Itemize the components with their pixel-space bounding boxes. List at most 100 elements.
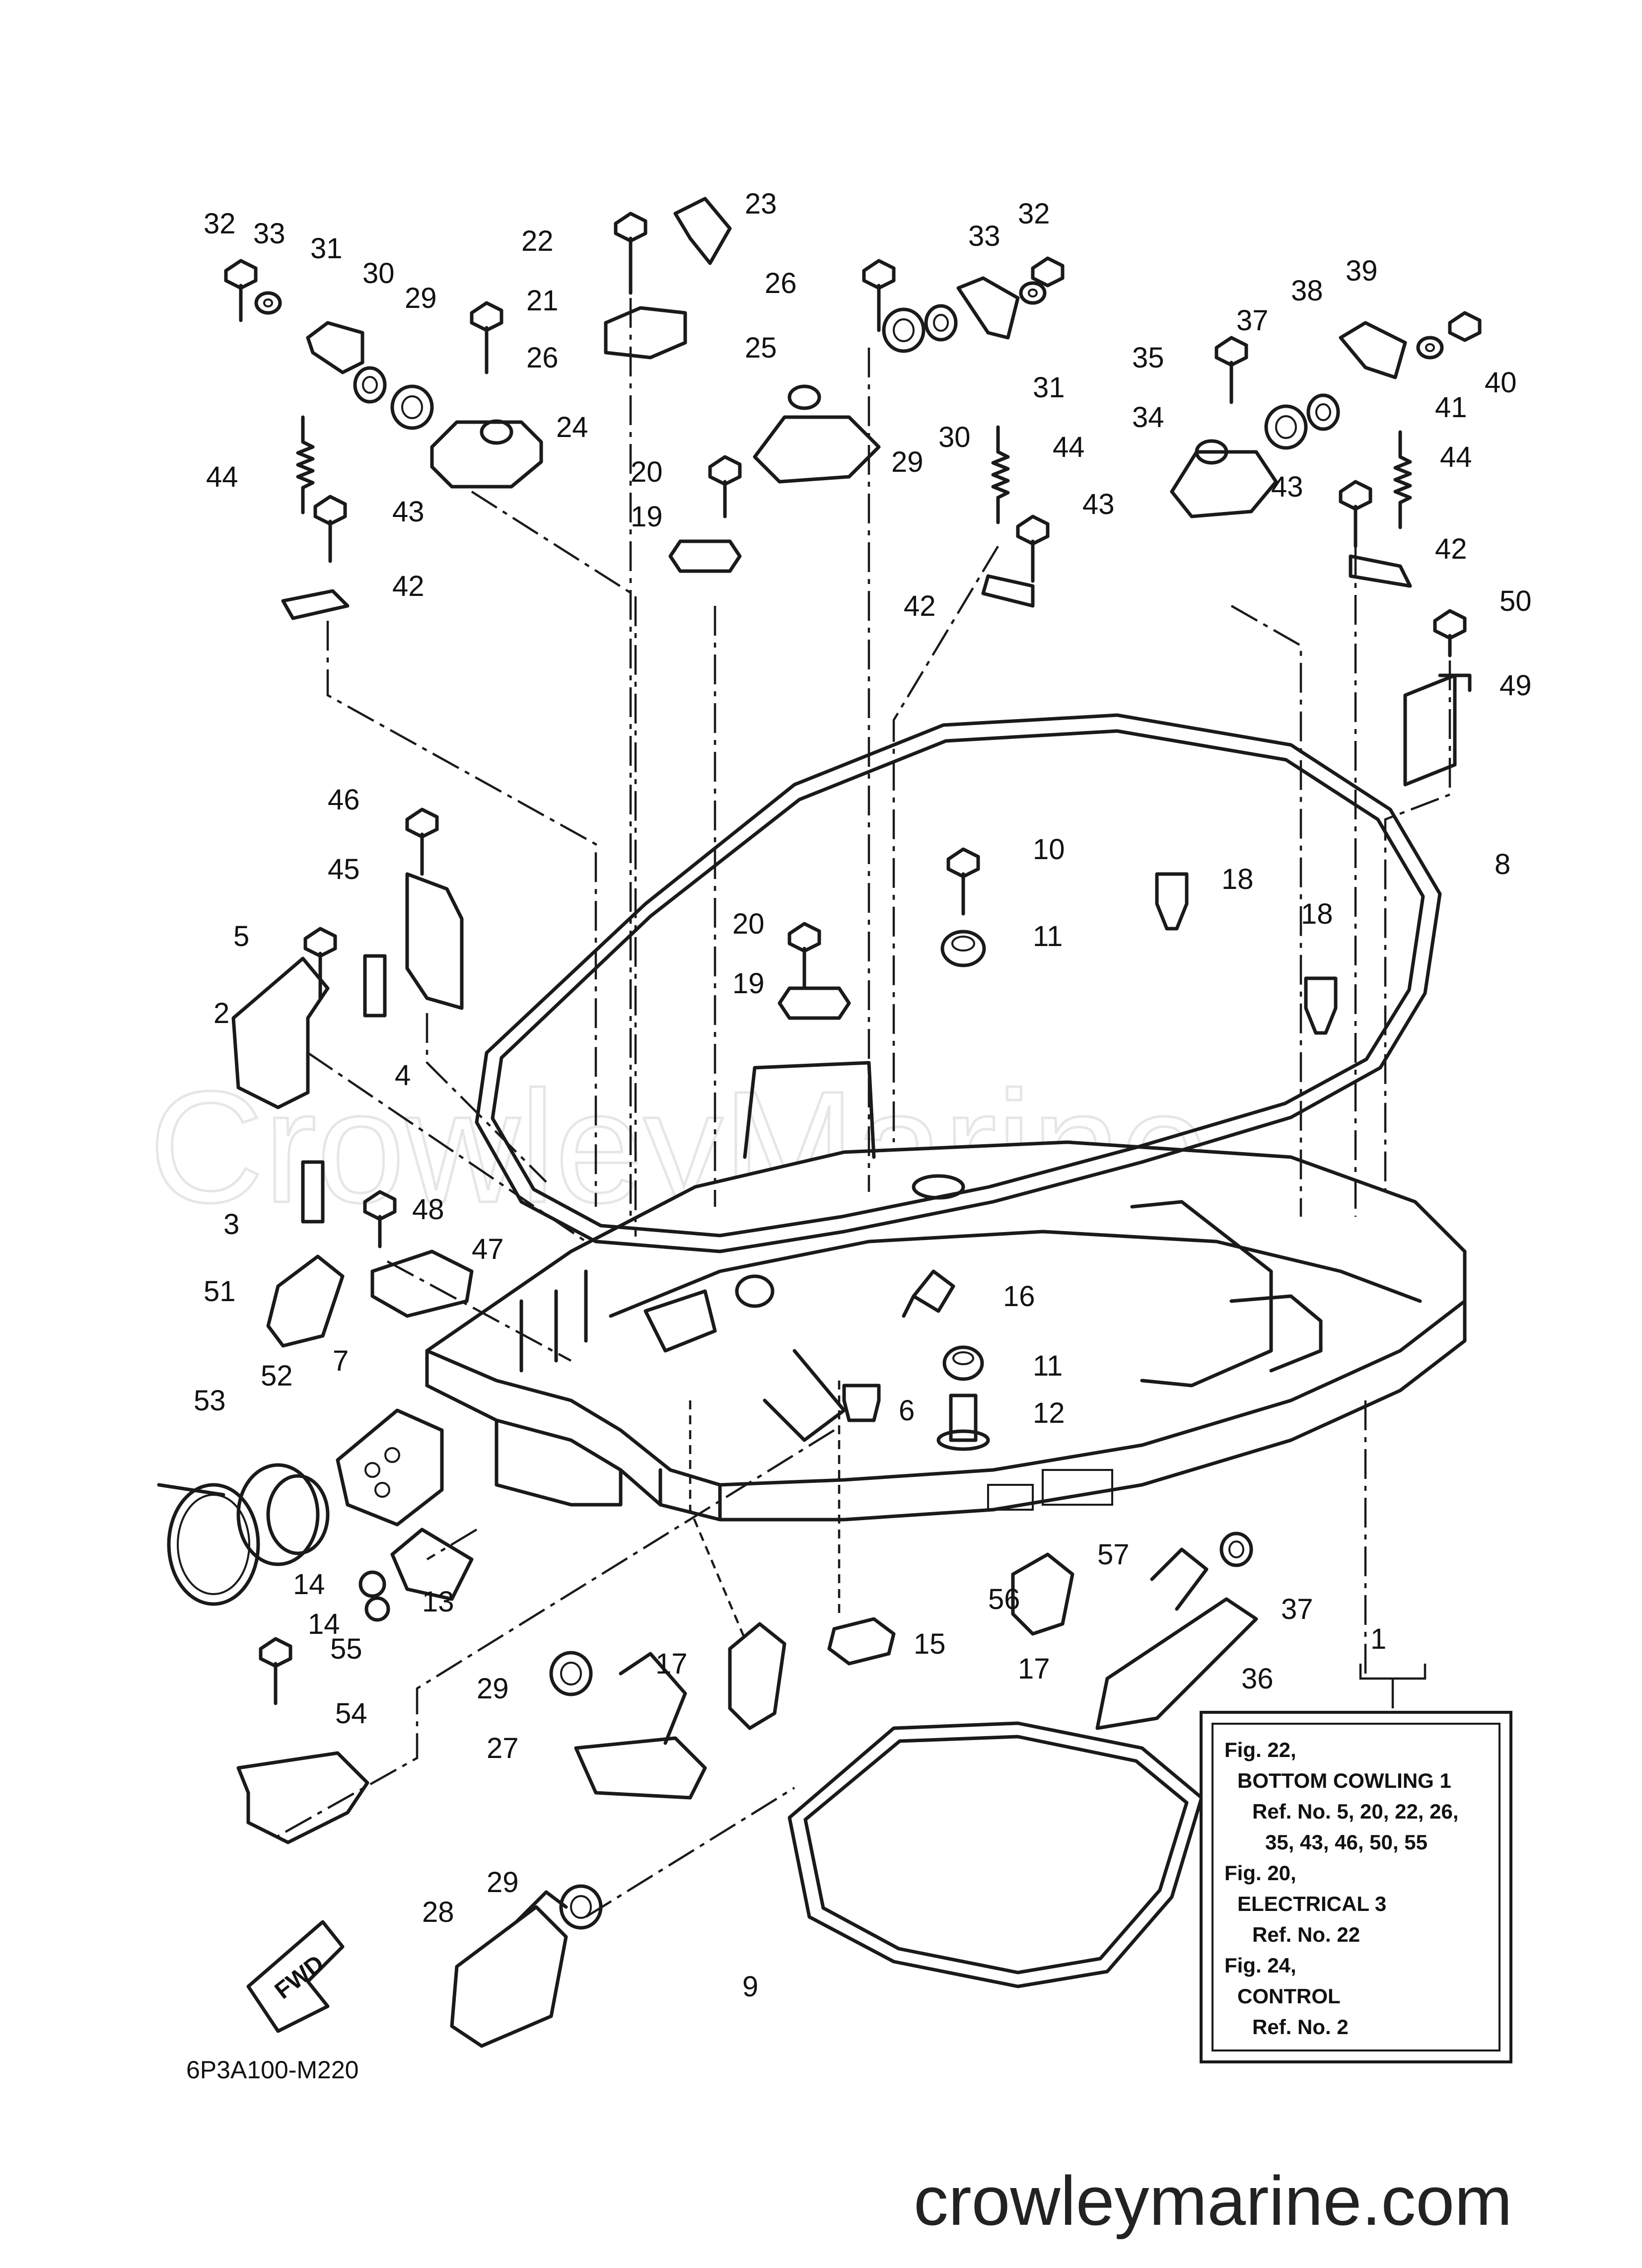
- bolt-icon: [862, 259, 896, 332]
- grommet-icon: [924, 304, 958, 342]
- callout-43b: 43: [1082, 488, 1115, 520]
- callout-39: 39: [1346, 255, 1378, 287]
- callout-43c: 43: [1271, 471, 1303, 503]
- callout-48: 48: [412, 1193, 444, 1226]
- small-parts: [157, 197, 1482, 2048]
- grommet-icon: [390, 384, 434, 430]
- callout-31: 31: [310, 232, 343, 265]
- bolt-icon: [708, 455, 742, 518]
- grommet-icon: [942, 1345, 984, 1381]
- plate-icon: [1349, 554, 1412, 588]
- bracket-icon: [728, 1622, 786, 1730]
- callout-12: 12: [1033, 1397, 1065, 1429]
- ref-line-bottom-cowling: BOTTOM COWLING 1: [1237, 1769, 1451, 1792]
- callout-17: 17: [655, 1648, 688, 1680]
- reference-box: Fig. 22, BOTTOM COWLING 1 Ref. No. 5, 20…: [1200, 1711, 1512, 2063]
- plug-icon: [842, 1384, 881, 1422]
- grommet-icon: [940, 930, 986, 967]
- lever-clip-icon: [604, 306, 687, 360]
- latch-housing-icon: [753, 384, 881, 484]
- washer-icon: [1416, 336, 1444, 360]
- ref-line-ref-nos-2: 35, 43, 46, 50, 55: [1265, 1830, 1428, 1854]
- spring-icon: [1393, 430, 1412, 529]
- callout-29c: 29: [477, 1673, 509, 1705]
- callout-29d: 29: [487, 1866, 519, 1899]
- bolt-icon: [1016, 514, 1050, 583]
- callout-16: 16: [1003, 1280, 1035, 1313]
- bolt-icon: [470, 301, 503, 374]
- callout-22: 22: [521, 225, 554, 257]
- pad-icon: [668, 539, 742, 573]
- callout-2: 2: [214, 997, 229, 1029]
- lever-icon: [574, 1652, 707, 1800]
- bolt-icon: [405, 807, 439, 876]
- callout-52: 52: [261, 1360, 293, 1392]
- cover-icon: [266, 1254, 345, 1348]
- washer-icon: [254, 291, 282, 315]
- sleeve-icon: [236, 1463, 330, 1566]
- latch-housing-icon: [1170, 439, 1278, 518]
- callout-40: 40: [1485, 366, 1517, 399]
- callout-35: 35: [1132, 342, 1164, 374]
- reference-box-inner: Fig. 22, BOTTOM COWLING 1 Ref. No. 5, 20…: [1212, 1723, 1500, 2051]
- ref-line-ref-22: Ref. No. 22: [1252, 1923, 1360, 1946]
- post-icon: [936, 1393, 990, 1451]
- callout-labels: 32 33 31 30 29 26 24 44 43 42 22 23 21 2…: [194, 188, 1532, 2003]
- callout-33b: 33: [968, 220, 1000, 252]
- bottom-cowling-body: [425, 1061, 1467, 1522]
- callout-34: 34: [1132, 401, 1164, 434]
- pad-icon: [778, 986, 851, 1020]
- plug-icon: [1155, 872, 1189, 931]
- lever-clip-icon: [306, 321, 364, 374]
- lever-clip-icon: [673, 197, 732, 265]
- callout-3: 3: [223, 1208, 239, 1241]
- callout-20: 20: [631, 456, 663, 488]
- callout-9: 9: [742, 1971, 758, 2003]
- callout-29: 29: [405, 282, 437, 314]
- pin-icon: [363, 954, 387, 1018]
- lever-clip-icon: [956, 276, 1020, 340]
- callout-1: 1: [1370, 1623, 1386, 1655]
- callout-44b: 44: [1053, 431, 1085, 463]
- spring-icon: [991, 425, 1010, 524]
- callout-55: 55: [330, 1633, 362, 1665]
- pad-icon: [827, 1617, 896, 1666]
- callout-49: 49: [1499, 669, 1532, 702]
- pin-icon: [301, 1160, 325, 1224]
- ref-line-fig24: Fig. 24,: [1224, 1954, 1296, 1977]
- callout-6: 6: [899, 1394, 915, 1427]
- callout-7: 7: [333, 1345, 349, 1377]
- callout-17b: 17: [1018, 1653, 1050, 1685]
- callout-30b: 30: [938, 421, 971, 453]
- callout-33: 33: [253, 218, 286, 250]
- bolt-icon: [1031, 256, 1065, 288]
- connector-plate-icon: [370, 1249, 474, 1318]
- callout-15: 15: [914, 1628, 946, 1660]
- callout-32: 32: [204, 208, 236, 240]
- bolt-icon: [787, 922, 821, 990]
- callout-42: 42: [392, 570, 425, 602]
- ref-line-ref-2: Ref. No. 2: [1252, 2015, 1349, 2039]
- callout-11: 11: [1033, 920, 1063, 952]
- callout-45: 45: [328, 853, 360, 885]
- callout-37b: 37: [1281, 1593, 1313, 1625]
- callout-29b: 29: [891, 446, 924, 478]
- callout-25: 25: [745, 332, 777, 364]
- callout-10: 10: [1033, 833, 1065, 866]
- washer-icon: [1019, 281, 1047, 305]
- grommet-icon: [1219, 1532, 1253, 1567]
- callout-14b: 14: [308, 1608, 340, 1640]
- callout-41: 41: [1435, 391, 1467, 424]
- band-clamp-icon: [157, 1483, 260, 1606]
- callout-51: 51: [204, 1275, 236, 1308]
- callout-14: 14: [293, 1568, 325, 1601]
- callout-31b: 31: [1033, 371, 1065, 404]
- fwd-arrow-icon: [246, 1920, 345, 2033]
- wire-grommet-icon: [902, 1269, 955, 1318]
- callout-8: 8: [1495, 848, 1510, 880]
- callout-47: 47: [472, 1233, 504, 1265]
- grommet-icon: [882, 307, 926, 353]
- bolt-icon: [946, 847, 980, 916]
- callout-20b: 20: [732, 908, 765, 940]
